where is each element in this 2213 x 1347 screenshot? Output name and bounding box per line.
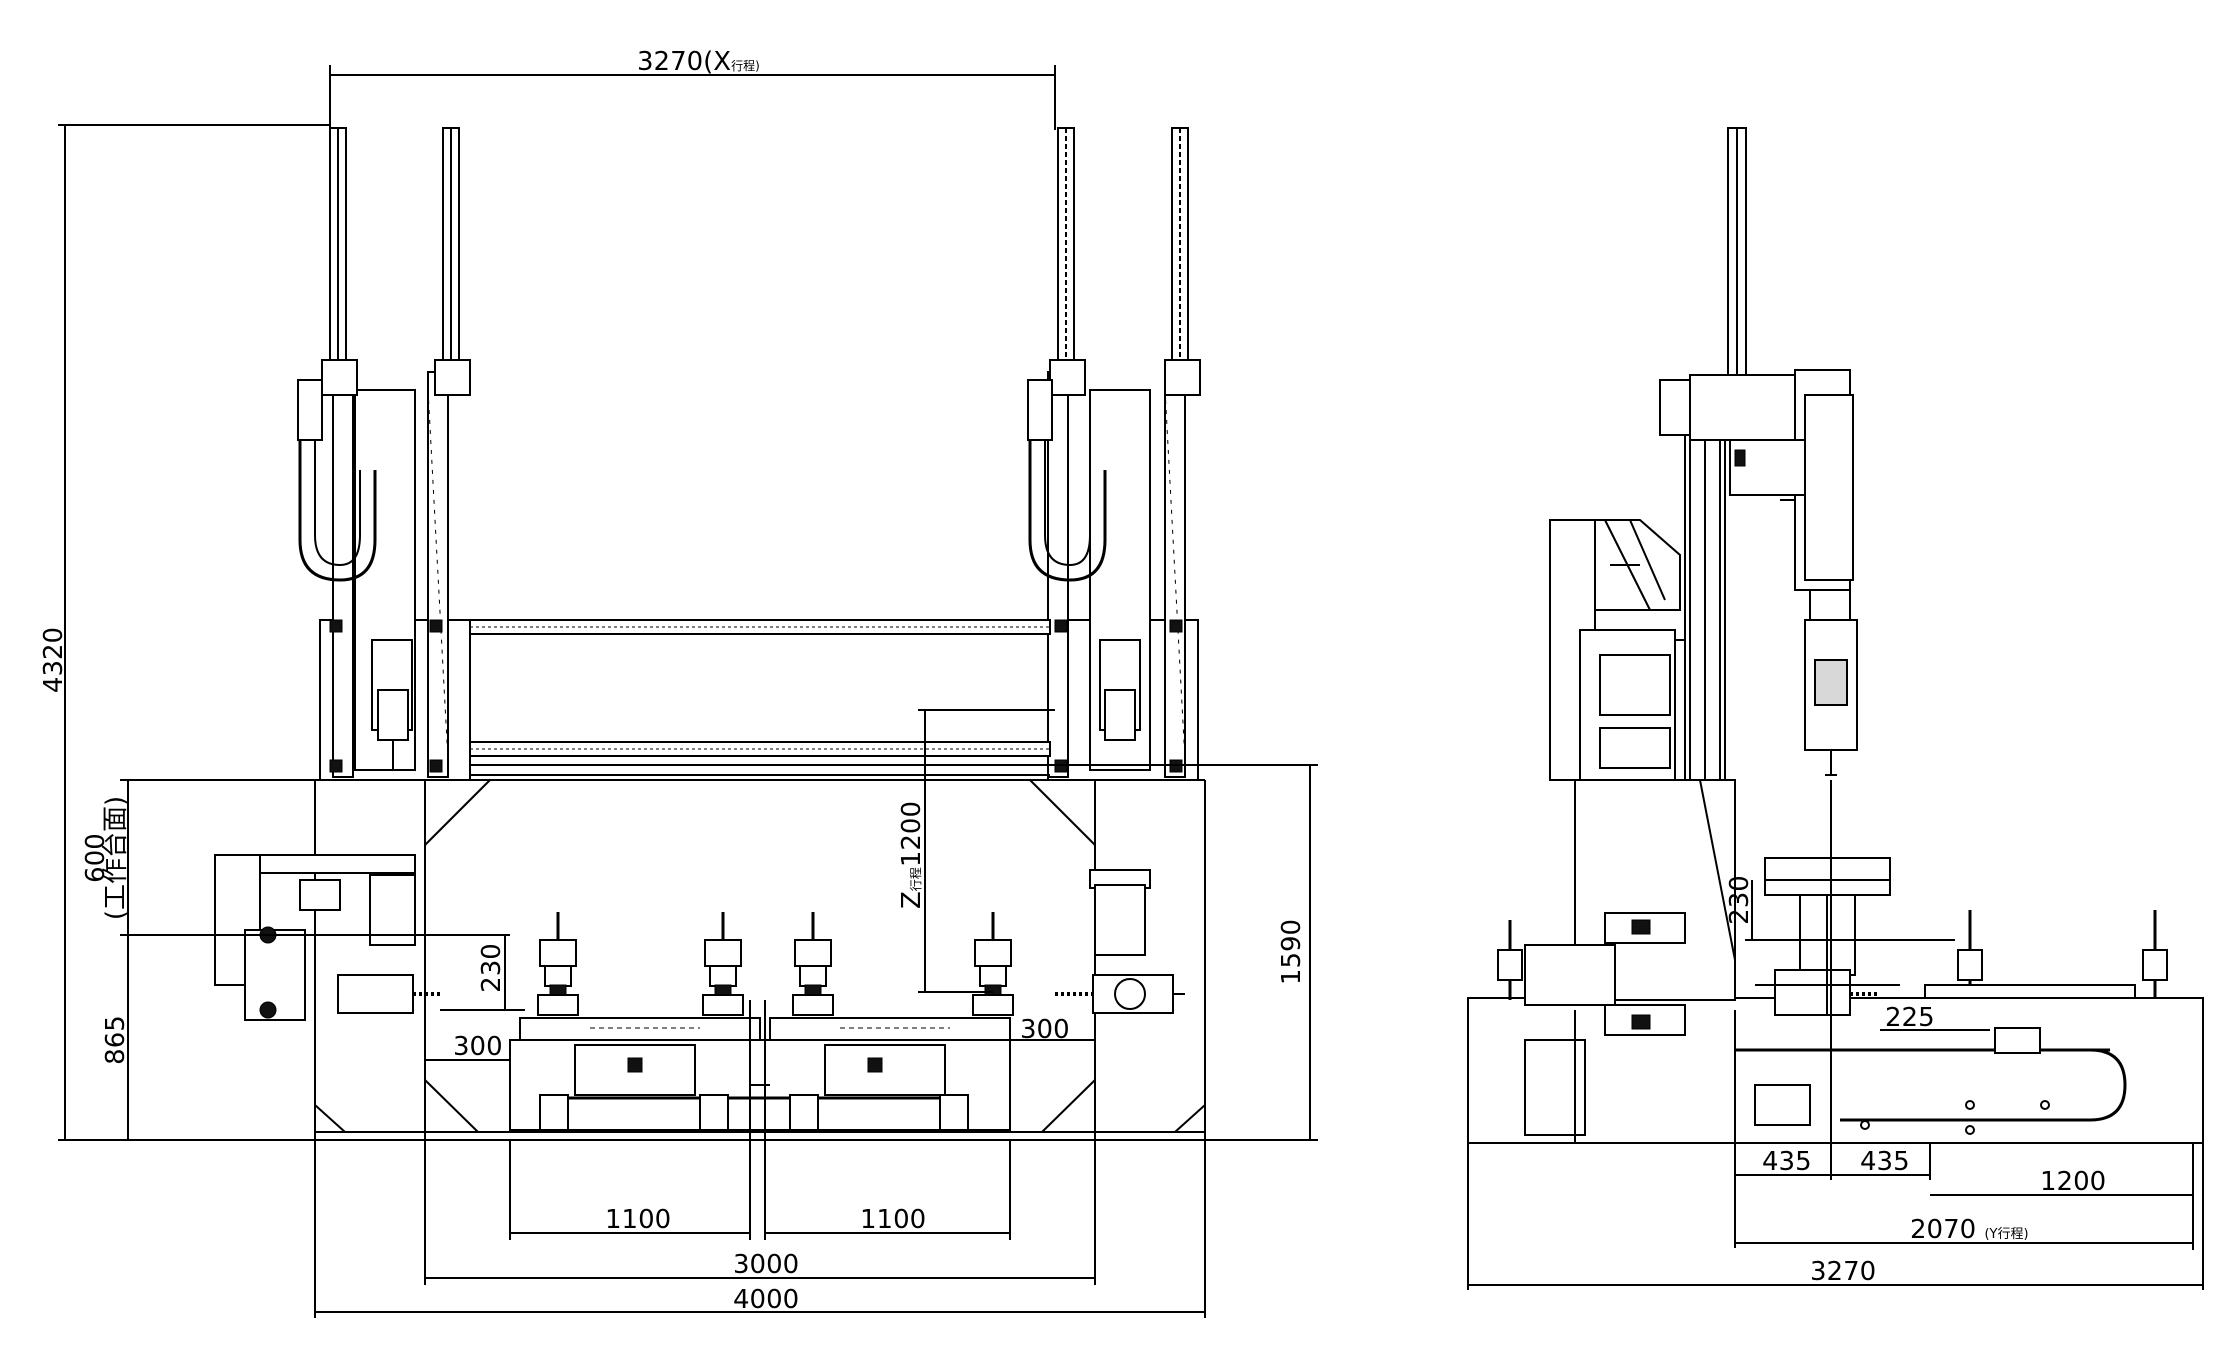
dim-side-435-right: 435 (1860, 1147, 1910, 1177)
dim-front-3000: 3000 (733, 1250, 799, 1280)
side-base (1467, 997, 2204, 1144)
dim-front-1100-left: 1100 (605, 1205, 671, 1235)
side-dimensions: 230 225 435 435 1200 2070 (Y行程) 3270 (1467, 780, 2204, 1290)
side-rotary (1764, 857, 1891, 1016)
dim-side-225: 225 (1885, 1003, 1935, 1033)
dim-side-3270: 3270 (1810, 1257, 1876, 1287)
side-ram (1659, 127, 1854, 591)
side-column (1549, 379, 1736, 1001)
side-spindle (1804, 589, 1858, 776)
dim-front-4000: 4000 (733, 1285, 799, 1315)
front-cross-beams (469, 619, 1051, 776)
dim-front-230: 230 (477, 943, 507, 993)
front-work-tables (509, 1017, 1011, 1131)
dim-side-435-left: 435 (1762, 1147, 1812, 1177)
dim-front-300-left: 300 (453, 1032, 503, 1062)
dim-side-2070: 2070 (Y行程) (1910, 1215, 2029, 1245)
front-right-column (1027, 127, 1201, 781)
dim-front-600-note: (工作台面) (101, 796, 131, 920)
front-right-head (1055, 869, 1185, 1014)
front-dimensions: 3270(X行程) 4320 600 (工作台面) 865 1590 Z行程12… (39, 47, 1318, 1318)
dim-front-600: 600 (81, 833, 111, 883)
dim-front-300-right: 300 (1020, 1015, 1070, 1045)
front-clamps (537, 912, 1014, 1016)
dim-front-z: Z行程1200 (897, 801, 927, 909)
dim-front-top: 3270(X行程) (637, 47, 760, 77)
side-clamps (1497, 910, 2168, 1054)
dim-front-height: 4320 (39, 627, 69, 693)
front-left-column (297, 127, 471, 781)
side-view: 230 225 435 435 1200 2070 (Y行程) 3270 (1467, 127, 2204, 1290)
dim-front-865: 865 (101, 1015, 131, 1065)
dim-side-230: 230 (1725, 875, 1755, 925)
dim-side-1200: 1200 (2040, 1167, 2106, 1197)
dim-front-1100-right: 1100 (860, 1205, 926, 1235)
front-view: 3270(X行程) 4320 600 (工作台面) 865 1590 Z行程12… (39, 47, 1318, 1318)
front-left-head (214, 854, 440, 1021)
dim-front-1590: 1590 (1277, 919, 1307, 985)
